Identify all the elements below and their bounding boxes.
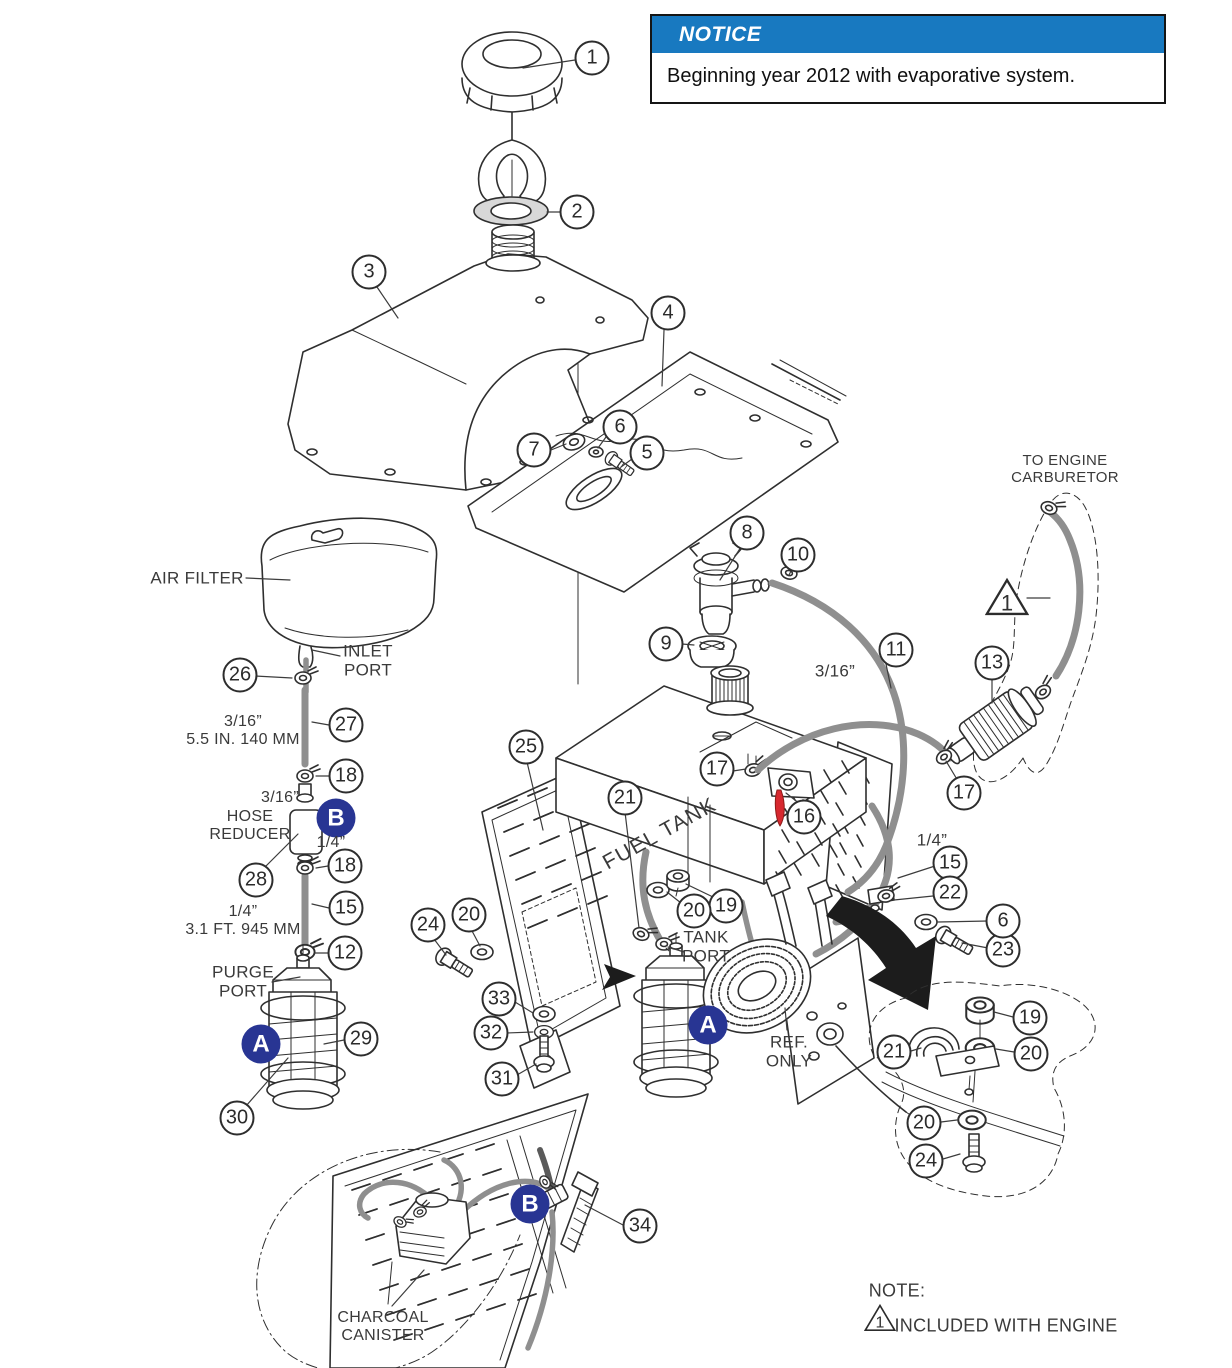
purge-port-label: PURGE PORT	[212, 962, 274, 1001]
callout-10-9: 10	[780, 537, 816, 573]
zip-tie	[560, 1171, 599, 1253]
callout-21-26: 21	[607, 780, 643, 816]
tank-port-label: TANK PORT	[681, 927, 731, 966]
badge-b-0: B	[316, 798, 356, 838]
red-fuel-lever	[774, 789, 785, 827]
hose-14-spec-label: 1/4” 3.1 FT. 945 MM	[185, 902, 301, 938]
callout-9-8: 9	[648, 626, 684, 662]
callout-2-1: 2	[559, 194, 595, 230]
reducer-14-label: 1/4”	[316, 833, 346, 851]
badge-b-3: B	[510, 1184, 550, 1224]
callout-13-12: 13	[974, 645, 1010, 681]
warn-triangle-icon-1: 1	[863, 1303, 897, 1337]
tank-lower-tray	[467, 351, 847, 593]
callout-20-24: 20	[1013, 1036, 1049, 1072]
callout-20-25: 20	[906, 1105, 942, 1141]
inset-bolt-24	[962, 1133, 986, 1173]
purge-hose-assembly	[289, 657, 324, 973]
callout-6-42: 6	[985, 903, 1021, 939]
callout-17-17: 17	[946, 775, 982, 811]
inset-detail	[868, 981, 1096, 1198]
tray-hardware	[560, 430, 638, 480]
callout-24-31: 24	[908, 1143, 944, 1179]
ref-only-label: REF. ONLY	[765, 1032, 813, 1071]
big-curved-arrow	[826, 896, 936, 1010]
callout-16-15: 16	[786, 799, 822, 835]
callout-12-11: 12	[327, 935, 363, 971]
callout-19-20: 19	[708, 888, 744, 924]
callout-25-32: 25	[508, 729, 544, 765]
reducer-316-label: 3/16”	[261, 788, 299, 806]
callout-33-40: 33	[481, 981, 517, 1017]
badge-a-1: A	[241, 1024, 281, 1064]
callout-30-37: 30	[219, 1100, 255, 1136]
direction-arrows	[602, 896, 936, 1010]
valve-grommet	[687, 635, 737, 668]
callout-19-21: 19	[1012, 1000, 1048, 1036]
filler-gasket	[473, 196, 549, 226]
callout-6-5: 6	[602, 409, 638, 445]
callout-18-18: 18	[328, 758, 364, 794]
notice-box: NOTICE Beginning year 2012 with evaporat…	[650, 14, 1166, 104]
warn-triangle-icon-0: 1	[984, 577, 1030, 621]
to-engine-carburetor-label: TO ENGINE CARBURETOR	[1011, 451, 1119, 486]
callout-8-7: 8	[729, 515, 765, 551]
tank-top-port	[741, 753, 770, 779]
filler-neck	[485, 224, 541, 272]
air-filter-label: AIR FILTER	[150, 568, 244, 588]
notice-header: NOTICE	[652, 16, 1164, 53]
tank-neck-knurled	[706, 665, 754, 716]
note-text-label: INCLUDED WITH ENGINE	[894, 1315, 1118, 1336]
callout-32-39: 32	[473, 1015, 509, 1051]
inlet-port-label: INLET PORT	[343, 641, 393, 680]
bracket-louvers	[497, 775, 608, 929]
callout-1-0: 1	[574, 40, 610, 76]
hose-316-spec-label: 3/16” 5.5 IN. 140 MM	[186, 712, 300, 748]
callout-20-22: 20	[451, 897, 487, 933]
callout-22-28: 22	[932, 875, 968, 911]
notice-title: NOTICE	[679, 22, 762, 46]
callout-31-38: 31	[484, 1061, 520, 1097]
bracket-mount-hardware	[432, 943, 556, 1073]
callout-26-33: 26	[222, 657, 258, 693]
fuel-cap	[461, 31, 563, 203]
callout-7-6: 7	[516, 432, 552, 468]
note-title-label: NOTE:	[868, 1280, 926, 1301]
callout-34-41: 34	[622, 1208, 658, 1244]
notice-body-text: Beginning year 2012 with evaporative sys…	[667, 65, 1076, 87]
callout-20-23: 20	[676, 893, 712, 929]
callout-3-2: 3	[351, 254, 387, 290]
callout-28-35: 28	[238, 862, 274, 898]
badge-a-2: A	[688, 1005, 728, 1045]
callout-29-36: 29	[343, 1021, 379, 1057]
callout-5-4: 5	[629, 435, 665, 471]
tank-upper-shell	[287, 253, 649, 491]
leader-lines	[245, 59, 1051, 1307]
svg-text:1: 1	[1001, 590, 1013, 615]
callout-21-27: 21	[876, 1034, 912, 1070]
hose-reducer-label: HOSE REDUCER	[209, 807, 291, 843]
callout-11-10: 11	[878, 632, 914, 668]
callout-24-30: 24	[410, 907, 446, 943]
fuel-filter	[930, 686, 1044, 768]
hose-14-right-label: 1/4”	[916, 830, 948, 850]
callout-4-3: 4	[650, 295, 686, 331]
small-arrow	[602, 964, 636, 990]
fuel-valve	[689, 542, 775, 635]
callout-18-19: 18	[327, 848, 363, 884]
charcoal-canister-label: CHARCOAL CANISTER	[337, 1308, 429, 1344]
callout-15-14: 15	[932, 845, 968, 881]
callout-15-13: 15	[328, 890, 364, 926]
hose-316-right-label: 3/16”	[814, 661, 856, 681]
air-filter-part	[260, 517, 438, 668]
callout-27-34: 27	[328, 707, 364, 743]
callout-17-16: 17	[699, 751, 735, 787]
bolt-31	[533, 1035, 555, 1073]
shutoff-valve-16	[767, 767, 815, 827]
svg-text:1: 1	[876, 1315, 885, 1332]
